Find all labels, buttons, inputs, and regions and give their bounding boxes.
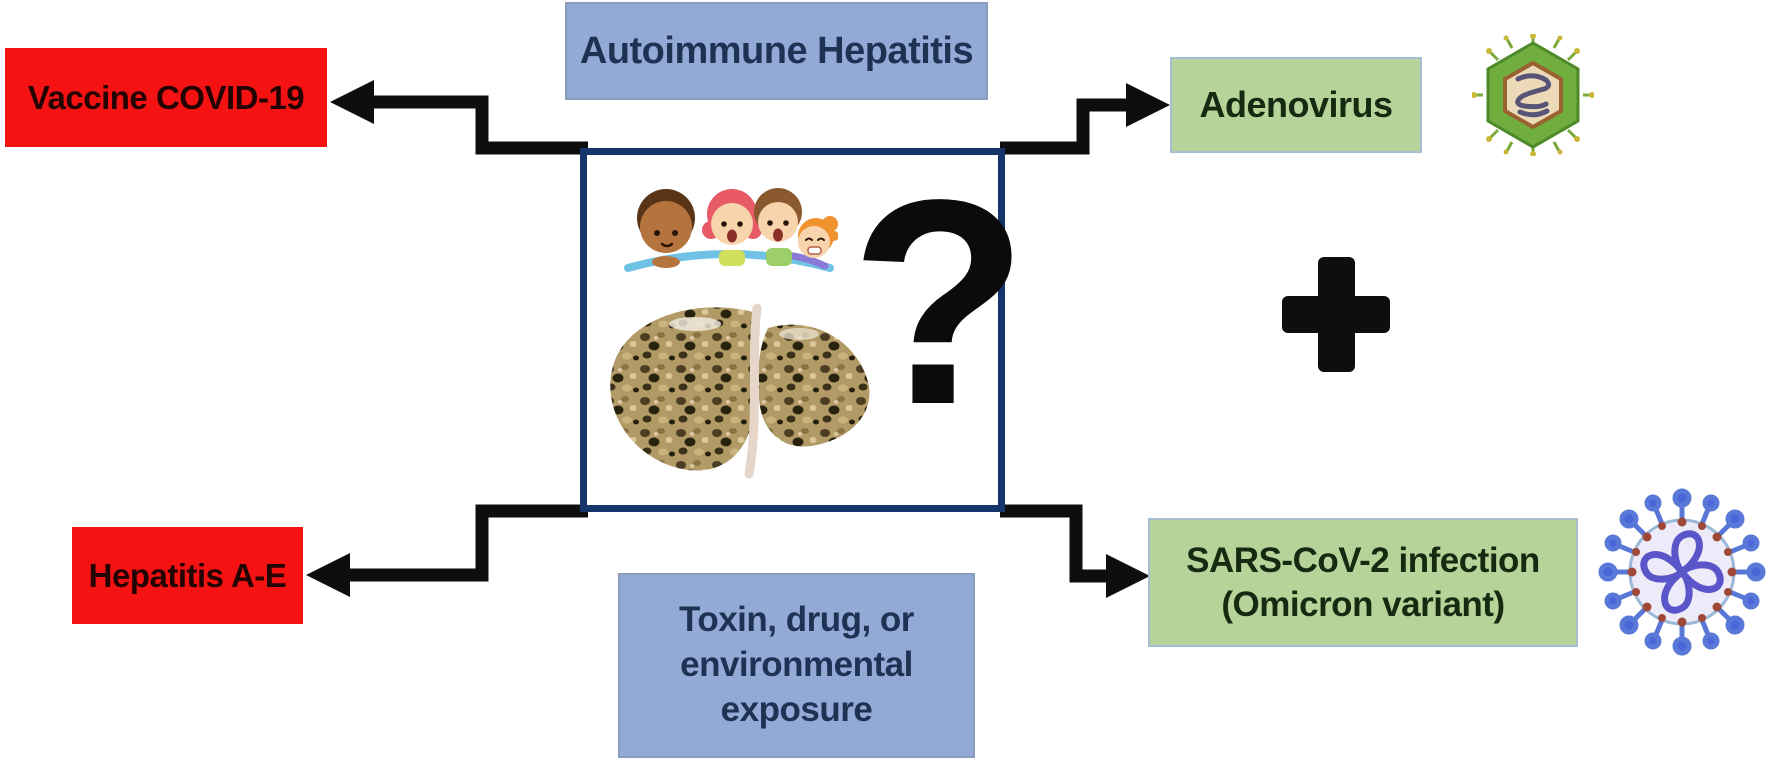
sars-label-line1: SARS-CoV-2 infection [1186,540,1540,580]
coronavirus-rna-squiggle [1640,530,1724,614]
children-cartoon [624,188,838,272]
toxin-label-line1: Toxin, drug, or [679,600,914,640]
arrow-to-sars [1000,504,1150,598]
toxin-label-line3: exposure [720,689,873,729]
adenovirus-dna-squiggle [1515,73,1552,118]
child-4 [798,216,838,258]
toxin-drug-environmental-box: Toxin, drug, or environmental exposure [618,573,975,758]
coronavirus-icon [1598,488,1766,656]
vaccine-covid19-box: Vaccine COVID-19 [5,48,327,147]
child-2 [702,189,762,266]
coronavirus-membrane-proteins [1627,517,1737,627]
sars-cov2-box: SARS-CoV-2 infection (Omicron variant) [1148,518,1578,647]
adenovirus-box: Adenovirus [1170,57,1422,153]
plus-sign [1282,257,1390,372]
sars-label: SARS-CoV-2 infection (Omicron variant) [1186,539,1540,627]
liver-left-lobe [610,307,759,471]
toxin-label-line2: environmental [680,645,913,685]
coronavirus-spikes [1598,488,1766,656]
adenovirus-label: Adenovirus [1199,84,1393,125]
hepatitis-a-e-label: Hepatitis A-E [88,556,287,594]
child-3 [754,188,802,266]
question-mark: ? [850,139,1029,465]
liver-ligament-band [744,303,762,479]
autoimmune-hepatitis-box: Autoimmune Hepatitis [565,2,988,100]
adenovirus-core [1503,60,1563,130]
sars-label-line2: (Omicron variant) [1221,584,1505,624]
hepatitis-a-e-box: Hepatitis A-E [72,527,303,624]
arrow-to-vaccine [330,80,588,155]
autoimmune-hepatitis-label: Autoimmune Hepatitis [579,29,974,72]
adenovirus-icon [1472,34,1594,156]
arrow-to-hepatitis [306,504,588,597]
diseased-liver-photo [610,303,870,479]
vaccine-covid19-label: Vaccine COVID-19 [27,78,305,116]
liver-right-lobe [758,324,870,447]
toxin-label: Toxin, drug, or environmental exposure [679,598,914,732]
adenovirus-spike-tips [1472,34,1594,156]
child-1 [637,189,695,268]
